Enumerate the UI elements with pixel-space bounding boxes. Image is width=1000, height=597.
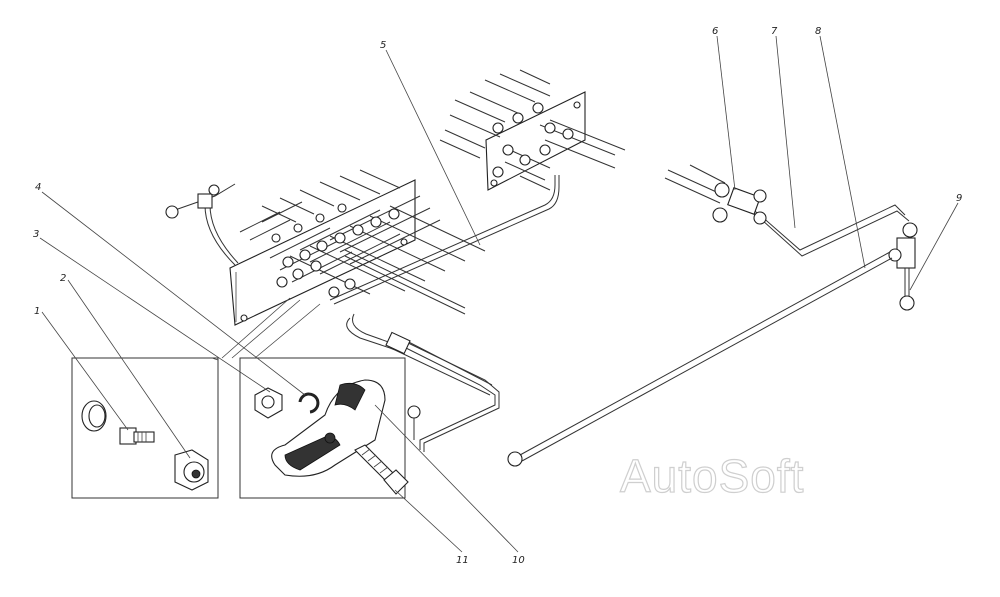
callout-7: 7 (771, 26, 778, 37)
callout-5: 5 (380, 40, 386, 51)
tee-fitting-left (165, 183, 239, 266)
tee-fitting-9 (888, 222, 918, 311)
right-pipe-assembly (507, 164, 918, 467)
callout-3: 3 (33, 229, 39, 240)
callout-8: 8 (815, 26, 821, 37)
callout-1: 1 (34, 306, 40, 317)
callout-11: 11 (456, 555, 469, 566)
nut-3 (254, 387, 283, 419)
clamp-10 (271, 379, 386, 477)
callout-2: 2 (60, 273, 66, 284)
detail-box-right (239, 357, 409, 499)
callout-10: 10 (512, 555, 525, 566)
main-pipe-run (329, 175, 560, 452)
spring-washer-4 (298, 392, 320, 414)
right-manifold-plate (439, 69, 626, 191)
bolt-11 (354, 444, 409, 495)
callout-6: 6 (712, 26, 718, 37)
cross-fitting-6 (712, 182, 767, 225)
watermark: AutoSoft (620, 450, 804, 502)
detail-box-left (71, 357, 219, 499)
nut-fitting (174, 449, 209, 491)
left-manifold-plate (229, 169, 486, 326)
callout-leaders (39, 35, 959, 553)
left-manifold-fittings (239, 169, 486, 315)
bolt-fitting-2 (119, 427, 155, 445)
washer-1 (81, 400, 107, 432)
callout-labels: 1 2 3 4 5 6 7 8 9 10 11 (33, 26, 962, 566)
callout-4: 4 (35, 182, 41, 193)
right-manifold-fittings (439, 69, 626, 191)
callout-9: 9 (956, 193, 962, 204)
